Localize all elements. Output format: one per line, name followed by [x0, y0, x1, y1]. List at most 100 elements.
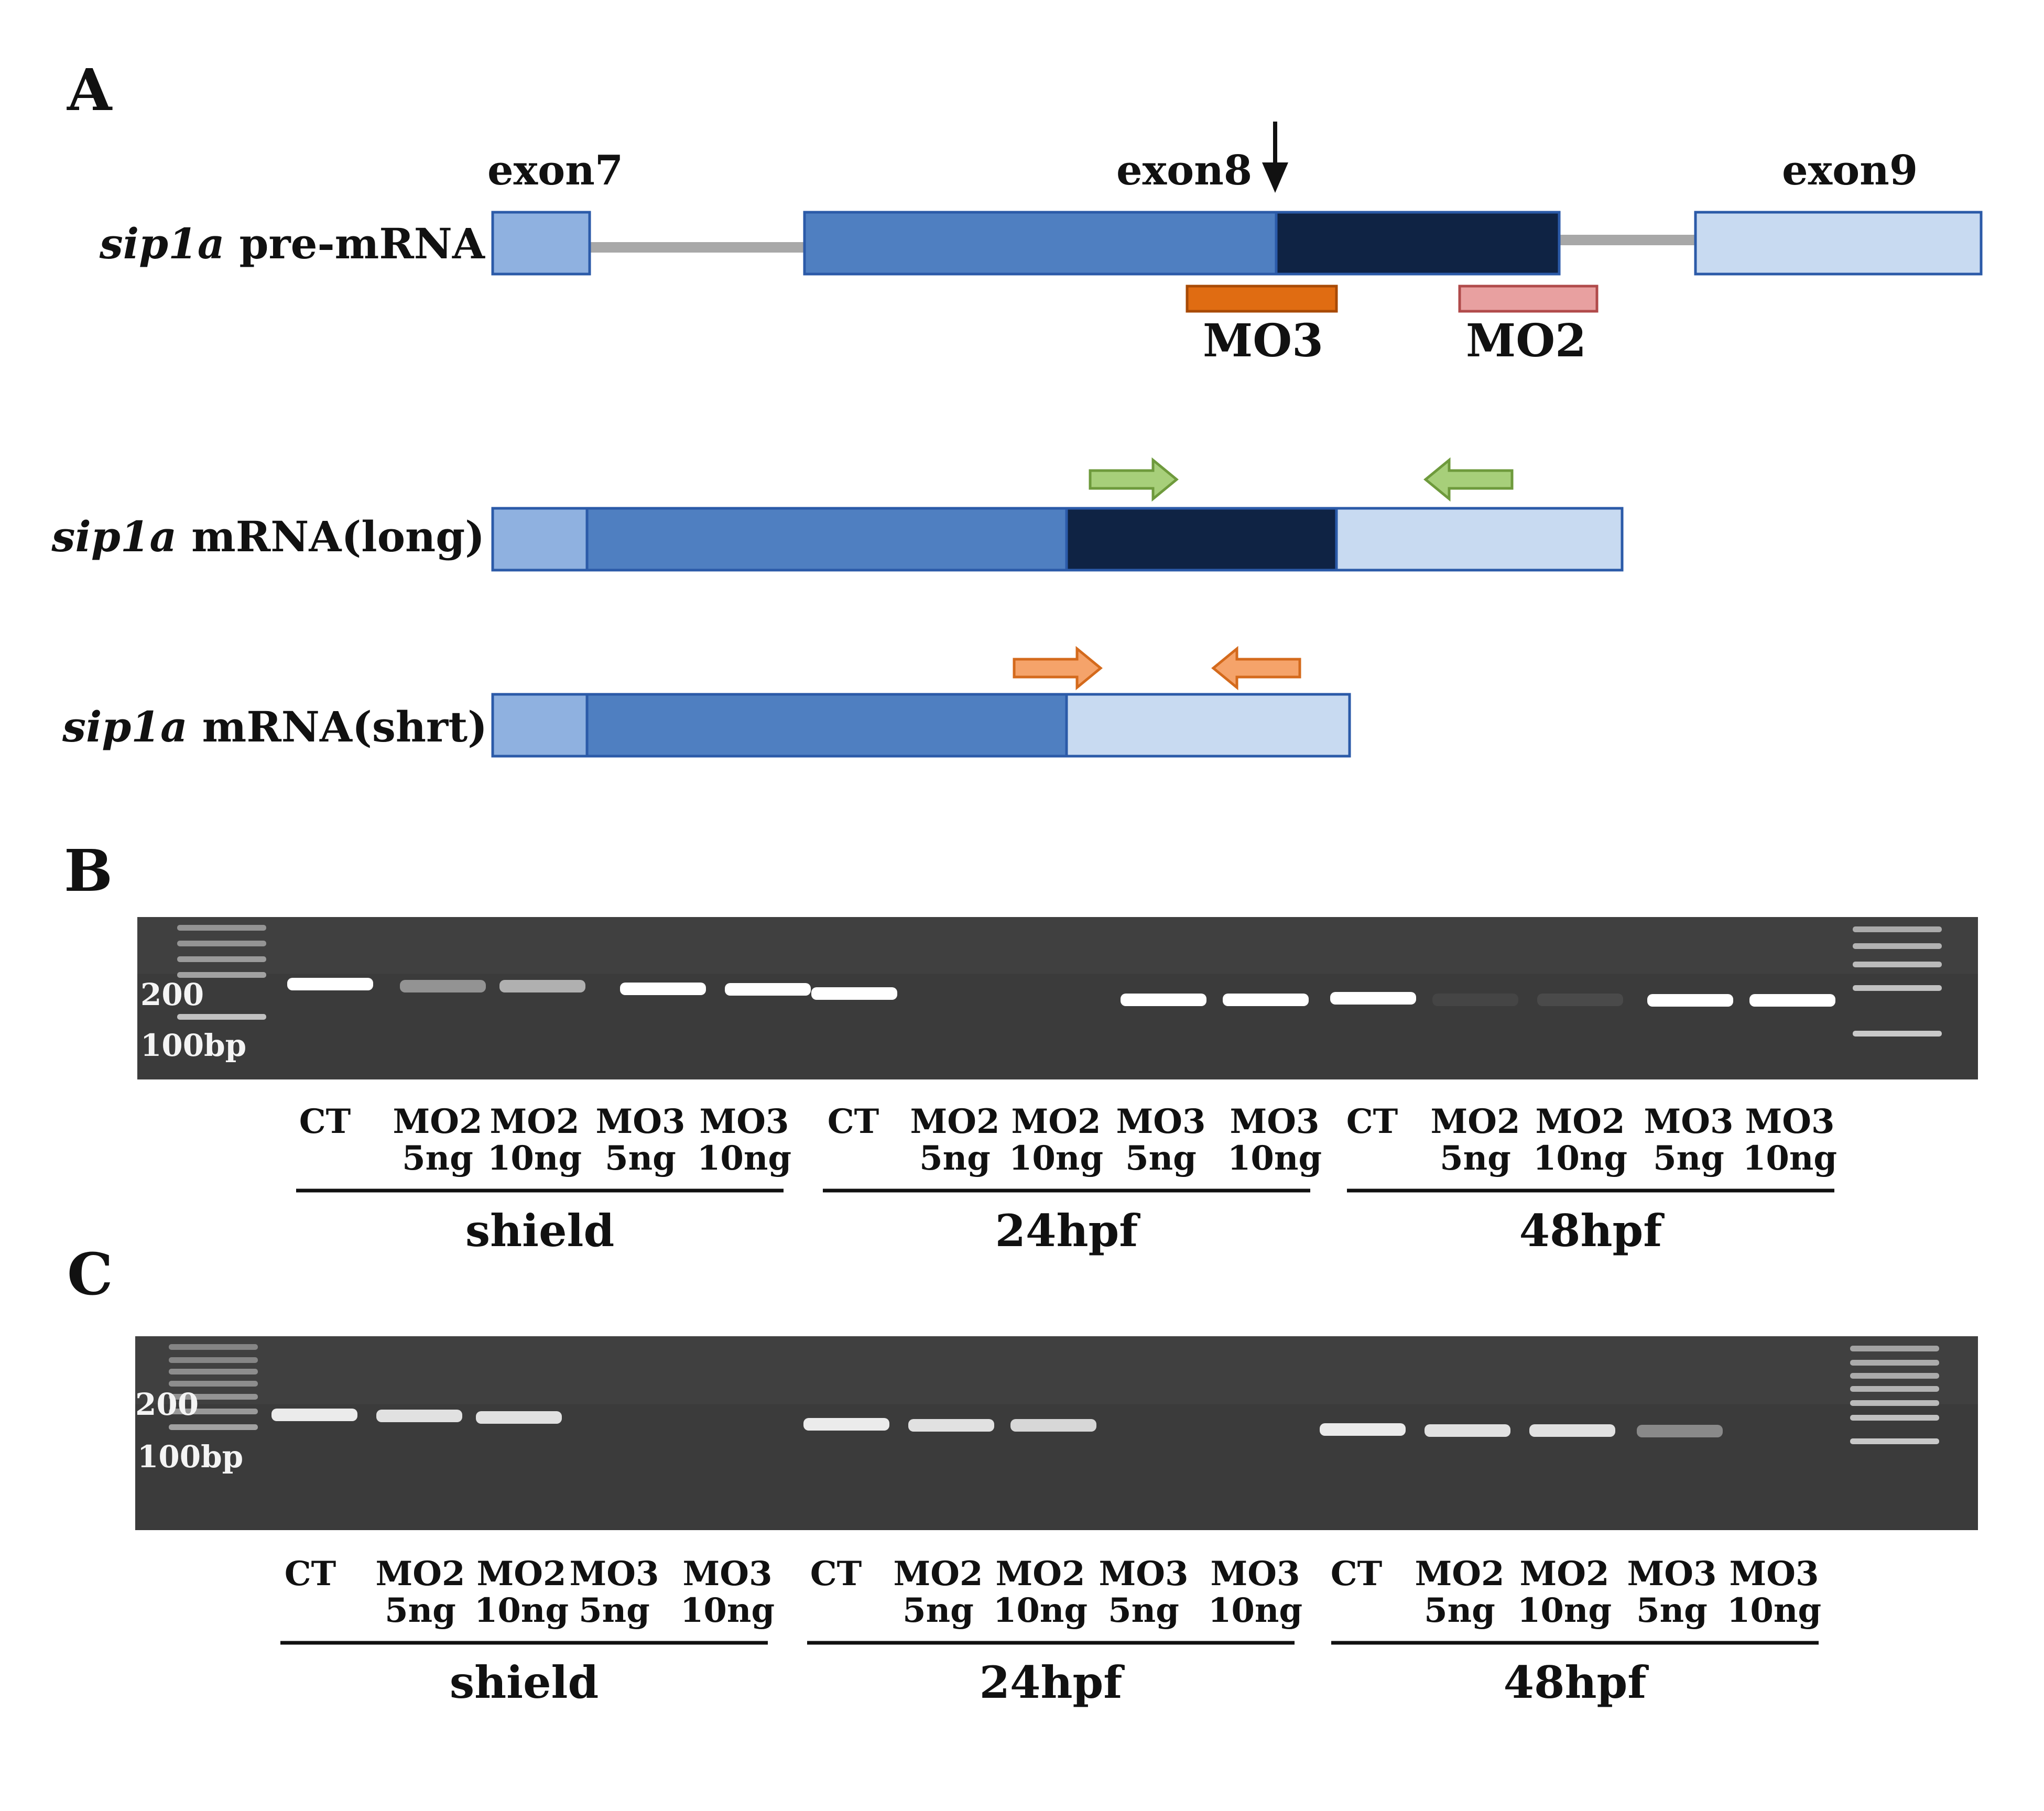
exon9-block — [1694, 211, 1983, 276]
gel-b-ladder-band — [1853, 985, 1942, 991]
gel-c-band-lane-14 — [1637, 1425, 1723, 1437]
gel-b-band-lane-4 — [620, 983, 706, 995]
short-mrna-suffix: mRNA(shrt) — [188, 702, 487, 751]
gel-c-ladder-band — [1850, 1415, 1939, 1421]
lane-label-line: MO2 — [1519, 1554, 1609, 1594]
gel-b-ladder-band — [177, 972, 266, 978]
long-exon9-block — [1335, 507, 1624, 572]
short-exon9-block — [1065, 693, 1351, 758]
pre-mrna-structure — [491, 211, 1983, 276]
lane-label-line: 5ng — [903, 1591, 974, 1630]
gel-b-band-lane-5 — [725, 983, 811, 996]
lane-label-line: 10ng — [1517, 1591, 1612, 1630]
gel-b-band-lane-12 — [1432, 994, 1518, 1006]
long-mrna-suffix: mRNA(long) — [177, 512, 485, 561]
lane-label-line: MO2 — [1430, 1102, 1520, 1141]
gene-name: sip1a — [51, 512, 177, 561]
lane-label-line: 5ng — [919, 1139, 991, 1178]
gel-c — [135, 1336, 1978, 1530]
gel-c-band-lane-12 — [1425, 1424, 1510, 1437]
gel-b-ladder-band — [1853, 1031, 1942, 1037]
lane-label-line: MO3 — [1116, 1102, 1205, 1141]
gel-b-ladder-band — [1853, 962, 1942, 967]
panel-c-label: C — [67, 1240, 113, 1308]
gel-c-ladder-band — [169, 1394, 258, 1400]
gene-name: sip1a — [99, 219, 225, 268]
lane-label-line: CT — [828, 1102, 879, 1141]
gel-c-ladder-band — [169, 1357, 258, 1363]
intron-8-9 — [1559, 235, 1695, 245]
lane-label-line: 10ng — [1727, 1591, 1821, 1630]
lane-label-line: 10ng — [1208, 1591, 1302, 1630]
gel-b-group-label-48hpf: 48hpf — [1519, 1205, 1665, 1257]
lane-label-line: 5ng — [1440, 1139, 1511, 1178]
gel-b-well-shade — [137, 917, 1978, 974]
lane-label-line: 10ng — [487, 1139, 582, 1178]
lane-label-line: 10ng — [474, 1591, 569, 1630]
exon8-alt-region-block — [1275, 211, 1561, 276]
lane-label-line: 10ng — [680, 1591, 775, 1630]
gene-name: sip1a — [62, 702, 188, 751]
gel-b-lane-label-6: CT — [828, 1102, 879, 1141]
gel-c-lane-label-6: CT — [810, 1554, 862, 1594]
lane-label-line: CT — [1346, 1102, 1398, 1141]
lane-label-line: MO2 — [393, 1102, 482, 1141]
exon7-block — [491, 211, 591, 276]
gel-c-well-shade — [135, 1336, 1978, 1404]
lane-label-line: 10ng — [1533, 1139, 1627, 1178]
lane-label-line: MO2 — [995, 1554, 1085, 1594]
gel-b-200-marker: 200 — [140, 977, 204, 1012]
exon8-label: exon8 — [1116, 147, 1252, 194]
gel-b-band-lane-6 — [811, 987, 897, 1000]
gel-c-lane-label-11: CT — [1331, 1554, 1383, 1594]
gel-b-band-lane-1 — [287, 978, 373, 990]
lane-label-line: CT — [810, 1554, 862, 1594]
gel-b-band-lane-2 — [400, 980, 486, 992]
lane-label-line: MO3 — [1230, 1102, 1319, 1141]
lane-label-line: MO3 — [1745, 1102, 1834, 1141]
long-exon7-block — [491, 507, 589, 572]
gel-c-band-lane-6 — [803, 1418, 889, 1431]
lane-label-line: 5ng — [579, 1591, 650, 1630]
gel-c-group-label-shield: shield — [450, 1656, 599, 1708]
short-forward-primer-arrow-icon — [1013, 646, 1103, 691]
gel-b-group-label-24hpf: 24hpf — [995, 1205, 1141, 1257]
gel-c-band-lane-8 — [1010, 1419, 1096, 1432]
lane-label-line: MO2 — [476, 1554, 566, 1594]
gel-c-ladder-band — [169, 1369, 258, 1374]
gel-c-lane-label-1: CT — [285, 1554, 336, 1594]
gel-b — [137, 917, 1978, 1079]
gel-c-ladder-band — [1850, 1346, 1939, 1351]
gel-c-ladder-band — [169, 1344, 258, 1350]
short-exon8-coding-block — [585, 693, 1068, 758]
lane-label-line: 5ng — [1108, 1591, 1179, 1630]
gel-c-ladder-band — [1850, 1386, 1939, 1392]
gel-c-ladder-band — [169, 1381, 258, 1387]
lane-label-line: CT — [1331, 1554, 1383, 1594]
lane-label-line: 10ng — [697, 1139, 791, 1178]
gel-b-100bp-marker: 100bp — [140, 1028, 246, 1063]
short-mrna-structure — [491, 693, 1351, 758]
gel-c-100bp-marker: 100bp — [137, 1439, 243, 1475]
exon9-label: exon9 — [1782, 147, 1918, 194]
gel-c-ladder-band — [169, 1409, 258, 1414]
mo3-label: MO3 — [1203, 314, 1323, 367]
gel-c-ladder-band — [1850, 1373, 1939, 1379]
lane-label-line: CT — [299, 1102, 351, 1141]
lane-label-line: MO3 — [569, 1554, 659, 1594]
long-mrna-structure — [491, 507, 1624, 572]
lane-label-line: 10ng — [1009, 1139, 1103, 1178]
gel-c-ladder-band — [1850, 1360, 1939, 1366]
gel-b-ladder-band — [177, 941, 266, 946]
lane-label-line: MO3 — [595, 1102, 685, 1141]
